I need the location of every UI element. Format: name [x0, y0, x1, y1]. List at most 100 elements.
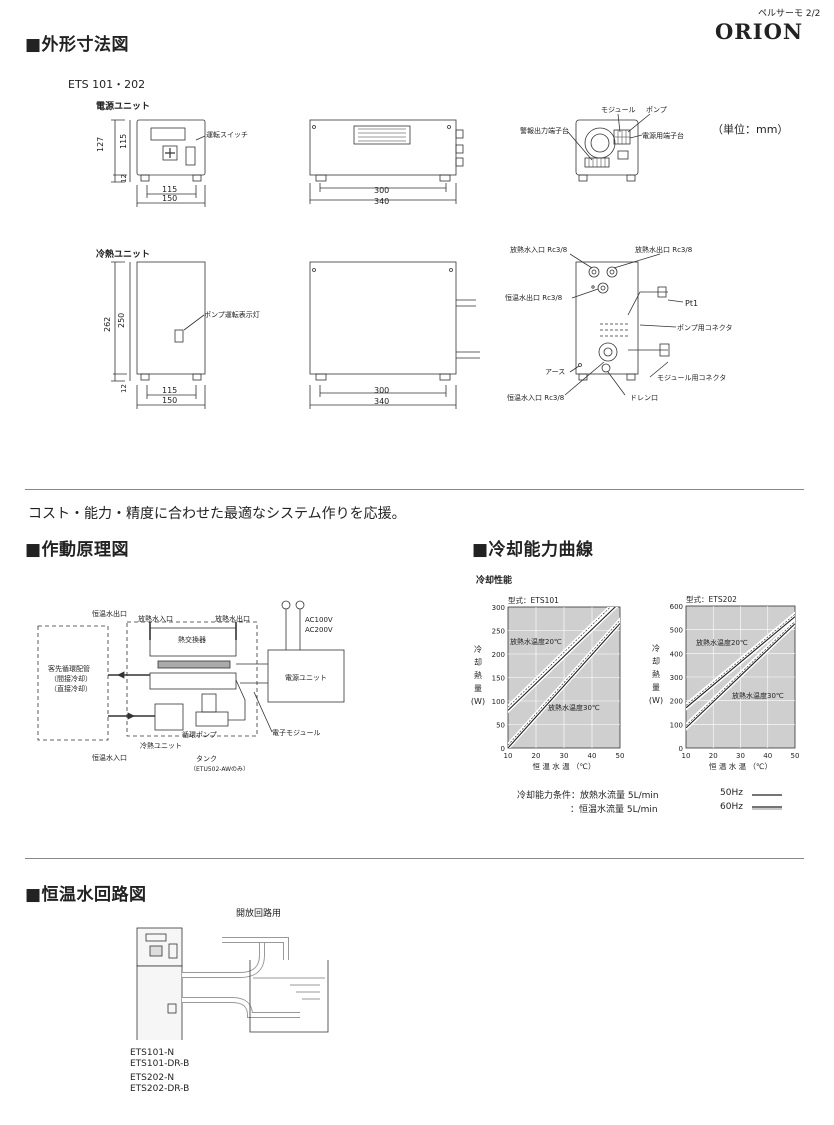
- y-tick-label: 100: [670, 721, 683, 729]
- svg-text:262: 262: [103, 317, 112, 332]
- svg-text:115: 115: [119, 134, 128, 149]
- dimension-drawings: 電源ユニット 運転スイッチ 127 115 12 115 150 300 340…: [96, 100, 733, 409]
- circuit-diagram: [136, 927, 329, 1040]
- x-tick-label: 10: [682, 752, 691, 760]
- svg-text:放熱水入口 Rc3/8: 放熱水入口 Rc3/8: [510, 245, 567, 254]
- svg-text:340: 340: [374, 197, 389, 206]
- chart-title: 型式：ETS101: [508, 595, 559, 605]
- circuit-section-title: ■恒温水回路図: [25, 885, 147, 905]
- svg-text:恒温水出口 Rc3/8: 恒温水出口 Rc3/8: [505, 293, 562, 302]
- svg-text:客先循環配管: 客先循環配管: [48, 664, 90, 673]
- svg-text:12: 12: [120, 384, 128, 393]
- y-tick-label: 600: [670, 603, 683, 611]
- x-tick-label: 20: [532, 752, 541, 760]
- series-band: [508, 607, 619, 714]
- x-tick-label: 40: [588, 752, 597, 760]
- series-line: [508, 607, 616, 711]
- svg-text:恒温水入口 Rc3/8: 恒温水入口 Rc3/8: [507, 393, 564, 402]
- y-tick-label: 0: [501, 745, 505, 753]
- svg-text:アース: アース: [545, 368, 565, 376]
- y-axis-label-char: 却: [652, 656, 660, 666]
- svg-text:（ETU502-AWのみ）: （ETU502-AWのみ）: [190, 766, 249, 773]
- y-axis-label-char: 量: [652, 683, 660, 692]
- svg-text:電源用端子台: 電源用端子台: [642, 131, 684, 140]
- principle-section-title: ■作動原理図: [25, 540, 130, 560]
- series-band: [686, 618, 795, 731]
- svg-text:放熱水出口 Rc3/8: 放熱水出口 Rc3/8: [635, 245, 692, 254]
- y-axis-label-char: 冷: [474, 644, 482, 654]
- svg-text:Pt1: Pt1: [685, 299, 698, 308]
- capacity-subtitle: 冷却性能: [476, 576, 513, 586]
- y-axis-label-char: (W): [471, 697, 485, 706]
- svg-text:モジュール用コネクタ: モジュール用コネクタ: [657, 373, 726, 382]
- model-1: ETS101-N: [130, 1048, 175, 1058]
- series-band: [508, 617, 620, 748]
- svg-text:127: 127: [96, 137, 105, 152]
- y-tick-label: 50: [496, 722, 505, 730]
- svg-text:ドレン口: ドレン口: [630, 394, 658, 402]
- svg-text:循環ポンプ: 循環ポンプ: [182, 730, 217, 739]
- x-tick-label: 30: [560, 752, 569, 760]
- svg-text:熱交換器: 熱交換器: [178, 635, 206, 644]
- svg-text:（直接冷却）: （直接冷却）: [50, 684, 92, 693]
- svg-text:放熱水入口: 放熱水入口: [138, 614, 173, 623]
- x-tick-label: 10: [504, 752, 513, 760]
- y-tick-label: 250: [492, 628, 505, 636]
- svg-text:115: 115: [162, 185, 177, 194]
- model-3: ETS202-N: [130, 1073, 175, 1083]
- y-tick-label: 150: [492, 675, 505, 683]
- cooling-unit-label: 冷熱ユニット: [96, 248, 150, 260]
- y-axis-label-char: 却: [474, 657, 482, 667]
- annotation-30c: 放熱水温度30℃: [732, 691, 784, 700]
- svg-text:ポンプ: ポンプ: [646, 106, 667, 114]
- power-unit-label: 電源ユニット: [96, 100, 150, 112]
- x-tick-label: 40: [763, 752, 772, 760]
- models-label: ETS 101・202: [68, 78, 146, 91]
- svg-text:電源ユニット: 電源ユニット: [285, 673, 327, 682]
- y-axis-label-char: 熱: [474, 670, 482, 680]
- circuit-models: ETS101-N ETS101-DR-B ETS202-N ETS202-DR-…: [130, 1048, 189, 1095]
- annotation-20c: 放熱水温度20℃: [510, 637, 562, 646]
- y-tick-label: 100: [492, 698, 505, 706]
- svg-text:150: 150: [162, 396, 177, 405]
- svg-text:AC100V: AC100V: [305, 616, 333, 624]
- unit-note: （単位：mm）: [712, 123, 789, 136]
- svg-text:（間接冷却）: （間接冷却）: [50, 674, 92, 683]
- svg-text:ポンプ運転表示灯: ポンプ運転表示灯: [204, 310, 260, 319]
- tagline: コスト・能力・精度に合わせた最適なシステム作りを応援。: [28, 506, 406, 522]
- x-axis-label: 恒 温 水 温 （℃）: [533, 761, 596, 771]
- series-line: [508, 607, 611, 708]
- svg-text:115: 115: [162, 386, 177, 395]
- svg-text:250: 250: [117, 313, 126, 328]
- svg-text:放熱水出口: 放熱水出口: [215, 614, 250, 623]
- svg-text:モジュール: モジュール: [601, 106, 636, 114]
- page-label: ペルサーモ 2/2: [758, 9, 821, 19]
- legend-lines: [752, 794, 782, 810]
- chart-title: 型式：ETS202: [686, 594, 737, 604]
- x-tick-label: 50: [791, 752, 800, 760]
- condition-1: 冷却能力条件：放熱水流量 5L/min: [517, 791, 659, 801]
- y-tick-label: 300: [492, 604, 505, 612]
- capacity-section-title: ■冷却能力曲線: [472, 540, 594, 560]
- series-line: [508, 623, 620, 748]
- svg-text:冷熱ユニット: 冷熱ユニット: [140, 741, 182, 750]
- model-4: ETS202-DR-B: [130, 1084, 190, 1094]
- divider-2: [25, 858, 804, 859]
- open-circuit-label: 開放回路用: [236, 909, 282, 919]
- series-line: [686, 614, 795, 706]
- x-tick-label: 30: [736, 752, 745, 760]
- svg-text:恒温水出口: 恒温水出口: [92, 609, 127, 618]
- principle-diagram: 恒温水出口 放熱水入口 放熱水出口 AC100V AC200V 熱交換器 客先循…: [37, 600, 345, 773]
- y-tick-label: 300: [670, 674, 683, 682]
- divider-1: [25, 489, 804, 490]
- y-tick-label: 200: [670, 698, 683, 706]
- y-axis-label-char: 冷: [652, 643, 660, 653]
- annotation-20c: 放熱水温度20℃: [696, 638, 748, 647]
- svg-text:300: 300: [374, 386, 389, 395]
- legend-60hz: 60Hz: [720, 802, 743, 812]
- y-tick-label: 400: [670, 650, 683, 658]
- svg-text:150: 150: [162, 194, 177, 203]
- svg-text:340: 340: [374, 397, 389, 406]
